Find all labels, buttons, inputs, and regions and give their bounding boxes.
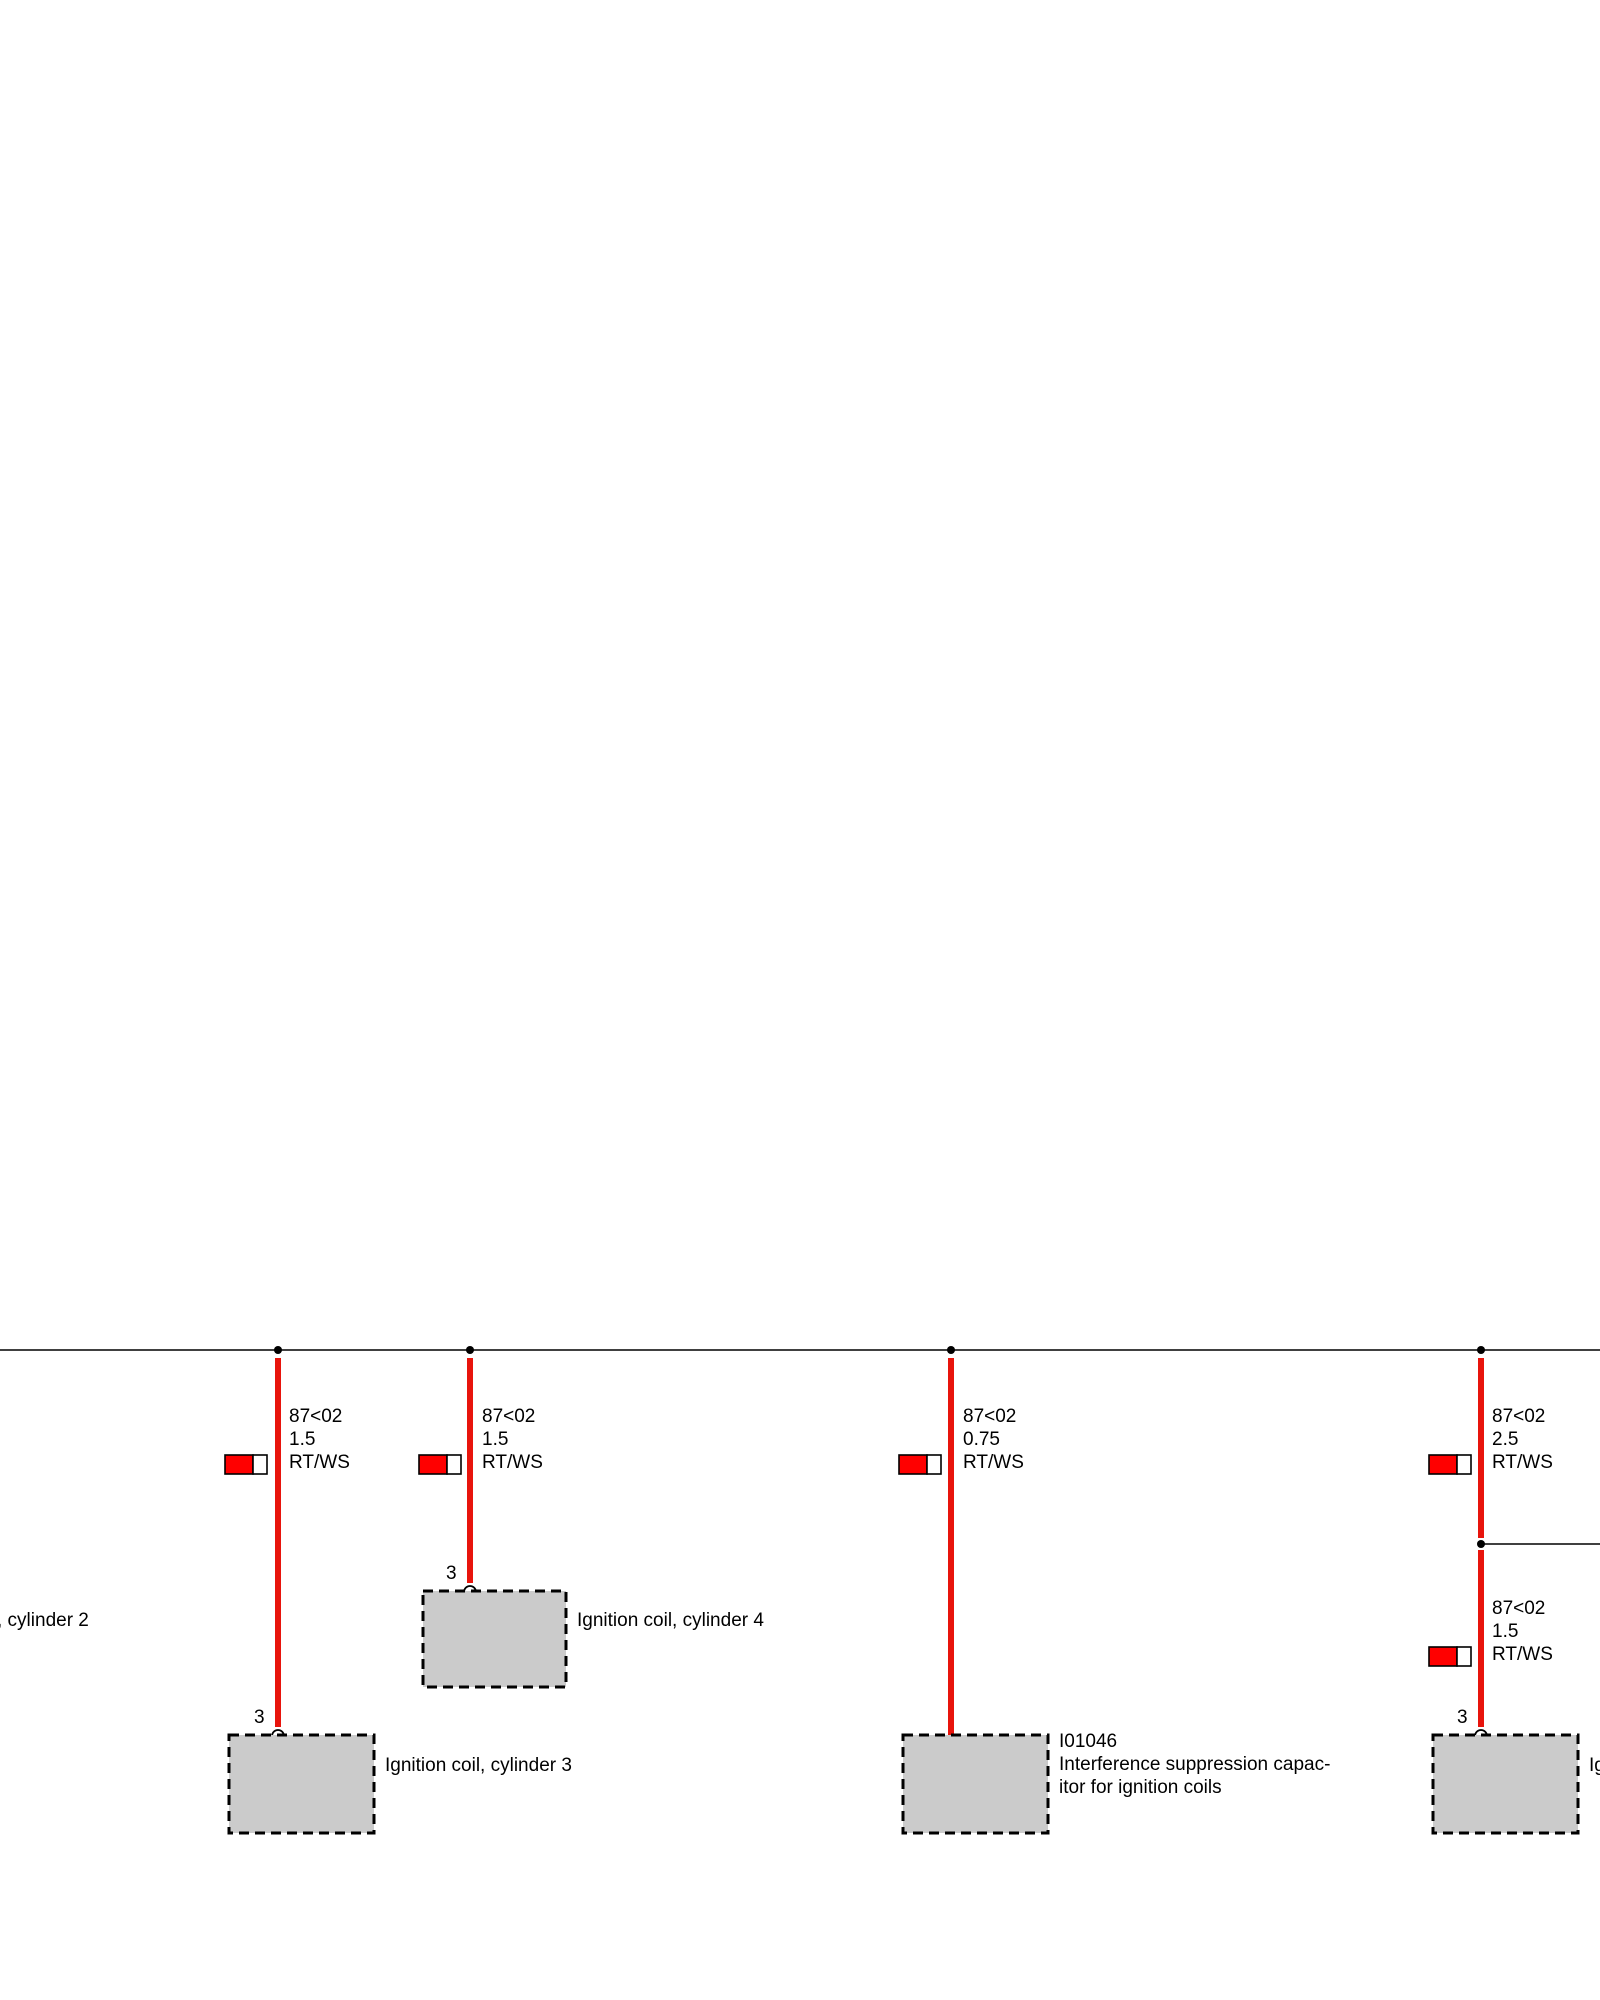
junction-dot xyxy=(1477,1346,1485,1354)
pin-number: 3 xyxy=(446,1563,457,1584)
junction-dot xyxy=(274,1346,282,1354)
junction-dot xyxy=(947,1346,955,1354)
component-code: I01046 xyxy=(1059,1731,1118,1752)
wire-label-lower-right: 87<02 1.5 RT/WS xyxy=(1492,1598,1553,1665)
component-label-cylinder-3: Ignition coil, cylinder 3 xyxy=(385,1755,572,1776)
wire-color-swatch xyxy=(1428,1646,1472,1667)
component-label-cylinder-2: , cylinder 2 xyxy=(0,1610,89,1631)
component-label-right: Ig xyxy=(1589,1755,1600,1776)
junction-dot xyxy=(466,1346,474,1354)
component-label-cylinder-4: Ignition coil, cylinder 4 xyxy=(577,1610,764,1631)
junction-dot xyxy=(1477,1540,1485,1548)
component-label-capacitor: I01046 Interference suppression capac- i… xyxy=(1059,1731,1331,1798)
wire-label-cylinder-3: 87<02 1.5 RT/WS xyxy=(289,1406,350,1473)
wire-color-swatch xyxy=(1428,1454,1472,1475)
wire-label-capacitor: 87<02 0.75 RT/WS xyxy=(963,1406,1024,1473)
wire-color-swatch xyxy=(224,1454,268,1475)
wire-color-swatch xyxy=(898,1454,942,1475)
wire-color-swatch xyxy=(418,1454,462,1475)
pin-number: 3 xyxy=(254,1707,265,1728)
ignition-coil-right-box xyxy=(1431,1733,1580,1835)
pin-number: 3 xyxy=(1457,1707,1468,1728)
wire-label-upper-right: 87<02 2.5 RT/WS xyxy=(1492,1406,1553,1473)
interference-capacitor-box xyxy=(901,1733,1050,1835)
ignition-coil-cylinder-4-box xyxy=(421,1589,568,1689)
wire-label-cylinder-4: 87<02 1.5 RT/WS xyxy=(482,1406,543,1473)
ignition-coil-cylinder-3-box xyxy=(227,1733,376,1835)
